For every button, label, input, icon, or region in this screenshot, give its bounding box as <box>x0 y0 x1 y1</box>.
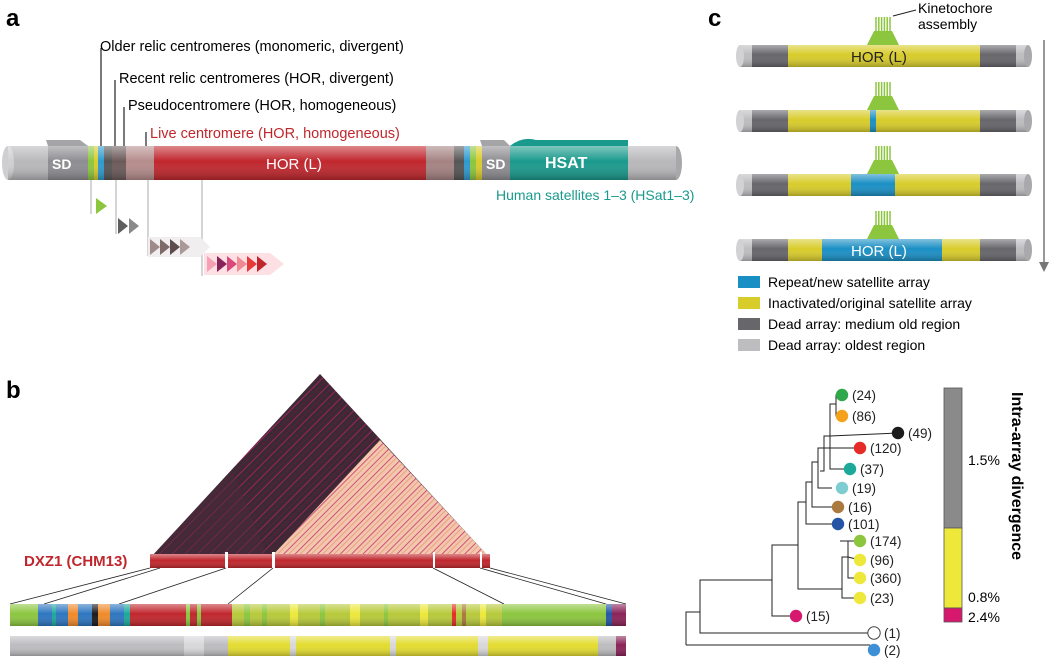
dxz1-bar <box>150 552 490 570</box>
pc-bar-shade <box>740 239 1028 261</box>
panel-c-bars <box>736 17 1032 261</box>
panel-a-callouts <box>100 48 147 148</box>
tree-leaf-dot <box>831 500 845 514</box>
legend-swatch-oldest <box>738 339 760 351</box>
legend-swatch-medium <box>738 318 760 330</box>
tree-leaf-dot <box>867 643 881 657</box>
tree-leaf-label: (16) <box>848 500 872 515</box>
tree-leaf-label: (15) <box>806 609 830 624</box>
tree-leaf-label: (23) <box>870 591 894 606</box>
kinetochore-icon <box>867 96 899 110</box>
scale-mid-label: 0.8% <box>968 589 1000 605</box>
divergence-scale <box>943 387 963 623</box>
pc-bar-end-left <box>736 110 744 132</box>
scale-bottom-label: 2.4% <box>968 609 1000 625</box>
sd-left-label: SD <box>52 156 71 172</box>
kinetochore-icon <box>867 160 899 174</box>
divergence-bar <box>10 636 626 656</box>
dxz1-label: DXZ1 (CHM13) <box>24 553 127 570</box>
kinetochore-icon <box>867 31 899 45</box>
panel-c-letter: c <box>708 5 721 32</box>
kinetochore-label-2: assembly <box>918 16 977 32</box>
zoom-annotation-bar <box>10 604 626 626</box>
sd-right-label: SD <box>486 156 505 172</box>
tree-leaf-label: (19) <box>852 481 876 496</box>
pc-bar-end-right <box>1024 45 1032 67</box>
scale-top-label: 1.5% <box>968 452 1000 468</box>
panel-b-letter: b <box>6 377 21 404</box>
tree-leaf-label: (360) <box>870 571 902 586</box>
scale-title: Intra-array divergence <box>1008 392 1025 560</box>
pc-bar-end-left <box>736 239 744 261</box>
tree-leaf-dot <box>831 517 845 531</box>
kinetochore-label-1: Kinetochore <box>918 0 993 16</box>
hor-l-label-a: HOR (L) <box>266 156 322 173</box>
tree-leaf-label: (49) <box>908 426 932 441</box>
pc-bar-shade <box>740 45 1028 67</box>
pc-bar-end-right <box>1024 239 1032 261</box>
tree-leaf-dot <box>789 609 803 623</box>
pc-bar-end-right <box>1024 174 1032 196</box>
pseudocentromere-label: Pseudocentromere (HOR, homogeneous) <box>128 98 396 114</box>
tree-leaf-label: (101) <box>848 517 880 532</box>
tree-leaves: (24) (86) (49) (120) (37) (19) (16) (101) (174) (… <box>789 388 932 658</box>
kinetochore-callout <box>892 9 917 17</box>
arrow-monomeric <box>96 198 107 214</box>
pc-bar-end-left <box>736 45 744 67</box>
pc-bar-end-right <box>1024 110 1032 132</box>
tree-leaf-label: (24) <box>852 388 876 403</box>
tree-leaf-dot <box>853 534 867 548</box>
tree-leaf-label: (120) <box>870 441 902 456</box>
tree-leaf-label: (1) <box>884 626 901 641</box>
tree-leaf-dot <box>853 553 867 567</box>
tree-leaf-dot <box>835 481 849 495</box>
tree-leaf-label: (96) <box>870 553 894 568</box>
heatmap-triangle <box>152 374 488 556</box>
older-relic-label: Older relic centromeres (monomeric, dive… <box>100 39 404 55</box>
legend-label-repeat: Repeat/new satellite array <box>768 274 930 290</box>
hor-l-top-label: HOR (L) <box>851 49 907 66</box>
panel-a-letter: a <box>6 5 20 32</box>
legend-label-inactivated: Inactivated/original satellite array <box>768 295 972 311</box>
tree-leaf-label: (37) <box>860 462 884 477</box>
pc-bar-shade <box>740 110 1028 132</box>
recent-relic-label: Recent relic centromeres (HOR, divergent… <box>119 71 394 87</box>
hor-l-bottom-label: HOR (L) <box>851 243 907 260</box>
tree-leaf-label: (2) <box>884 643 901 658</box>
pc-bar-shade <box>740 174 1028 196</box>
legend-swatch-inactivated <box>738 297 760 309</box>
panel-c-legend <box>738 276 760 351</box>
hsat-label: HSAT <box>545 155 588 172</box>
live-centromere-label: Live centromere (HOR, homogeneous) <box>150 126 400 142</box>
tree-leaf-dot <box>835 388 849 402</box>
pc-bar-end-left <box>736 174 744 196</box>
tree-leaf-dot <box>853 441 867 455</box>
relic-arrows <box>96 198 284 275</box>
kinetochore-icon <box>867 225 899 239</box>
tree-leaf-dot <box>867 626 881 640</box>
tree-leaf-dot <box>853 571 867 585</box>
legend-swatch-repeat <box>738 276 760 288</box>
human-satellites-label: Human satellites 1–3 (HSat1–3) <box>496 187 694 203</box>
tree-leaf-dot <box>891 426 905 440</box>
tree-leaf-label: (174) <box>870 534 902 549</box>
panel-a-chromosome <box>2 138 682 180</box>
tree-leaf-label: (86) <box>852 409 876 424</box>
legend-label-oldest: Dead array: oldest region <box>768 337 925 353</box>
tree-leaf-dot <box>853 591 867 605</box>
tree-leaf-dot <box>843 462 857 476</box>
time-arrowhead <box>1039 262 1049 272</box>
panel-a-drop-lines <box>90 180 203 276</box>
legend-label-medium: Dead array: medium old region <box>768 316 960 332</box>
zoom-lines <box>9 567 627 605</box>
tree-leaf-dot <box>835 409 849 423</box>
